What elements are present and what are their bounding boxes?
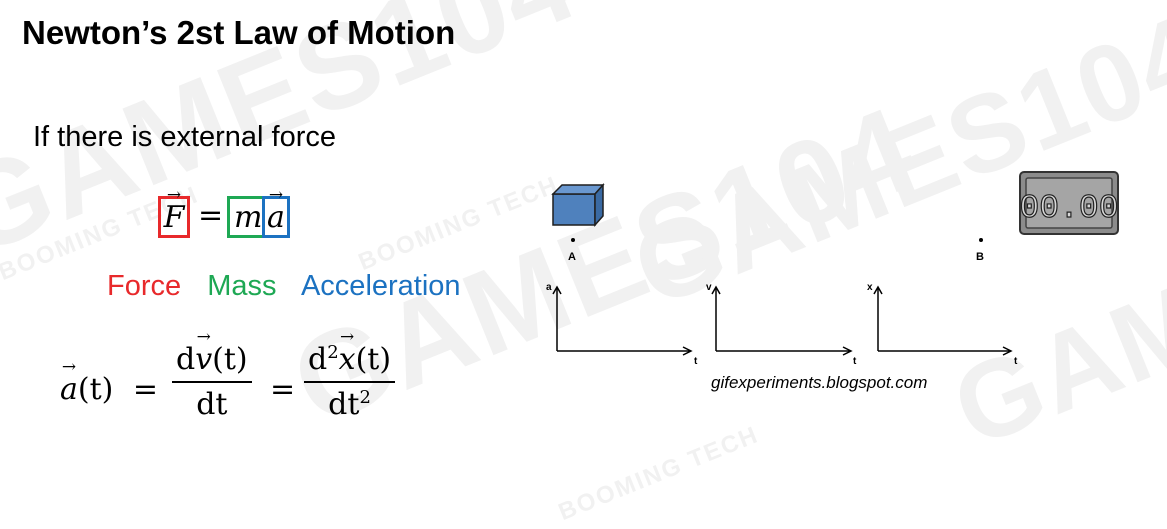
moving-block xyxy=(551,183,605,227)
force-label: Force xyxy=(107,270,182,302)
force-symbol: F xyxy=(164,200,185,235)
velocity-derivative-fraction: dv(t) dt xyxy=(172,342,252,422)
position-graph xyxy=(873,285,1013,356)
source-credit: gifexperiments.blogspot.com xyxy=(711,373,928,392)
graph2-x-label: t xyxy=(853,356,857,367)
frac2-exp: 2 xyxy=(327,342,339,363)
graph1-y-label: a xyxy=(546,282,552,293)
acceleration-graph xyxy=(552,285,693,356)
equals-sign: = xyxy=(132,372,159,407)
frac2-den-exp: 2 xyxy=(359,387,371,408)
acceleration-box: a xyxy=(262,196,290,238)
graph1-x-label: t xyxy=(694,356,698,367)
timer-text: 00.00 xyxy=(1019,190,1118,227)
position-second-derivative-fraction: d2x(t) dt2 xyxy=(304,342,396,422)
point-b-label: B xyxy=(976,251,984,263)
formula-labels: Force Mass Acceleration xyxy=(107,270,479,303)
frac1-d: d xyxy=(176,342,196,377)
force-box: F xyxy=(158,196,190,238)
acceleration-label: Acceleration xyxy=(300,270,461,302)
point-a-dot xyxy=(571,238,575,242)
frac1-arg: (t) xyxy=(212,342,248,377)
frac2-var: x xyxy=(339,342,356,377)
equals-sign: = xyxy=(198,198,224,233)
graph3-x-label: t xyxy=(1014,356,1018,367)
frac2-arg: (t) xyxy=(355,342,392,377)
watermark: BOOMING TECH xyxy=(554,421,763,527)
lhs-arg: (t) xyxy=(77,372,114,407)
frac2-den: dt xyxy=(328,387,360,422)
mass-label: Mass xyxy=(207,270,277,302)
point-b-dot xyxy=(979,238,983,242)
lhs-var: a xyxy=(60,372,78,407)
stopwatch-display: 00.00 xyxy=(1019,171,1119,235)
graph2-y-label: v xyxy=(706,282,712,293)
point-a-label: A xyxy=(568,251,576,263)
graph3-y-label: x xyxy=(867,282,873,293)
slide-subtitle: If there is external force xyxy=(33,121,337,153)
acceleration-symbol: a xyxy=(267,200,285,235)
slide-title: Newton’s 2st Law of Motion xyxy=(22,14,456,51)
equals-sign: = xyxy=(270,372,296,407)
frac1-den: dt xyxy=(196,387,228,422)
frac1-var: v xyxy=(195,342,212,377)
mass-symbol: m xyxy=(234,199,263,235)
motion-animation: A B 00.00 a t v t x t xyxy=(546,171,1119,367)
velocity-graph xyxy=(711,285,853,356)
frac2-d: d xyxy=(308,342,328,377)
equation-lhs: a(t) = xyxy=(60,372,158,407)
